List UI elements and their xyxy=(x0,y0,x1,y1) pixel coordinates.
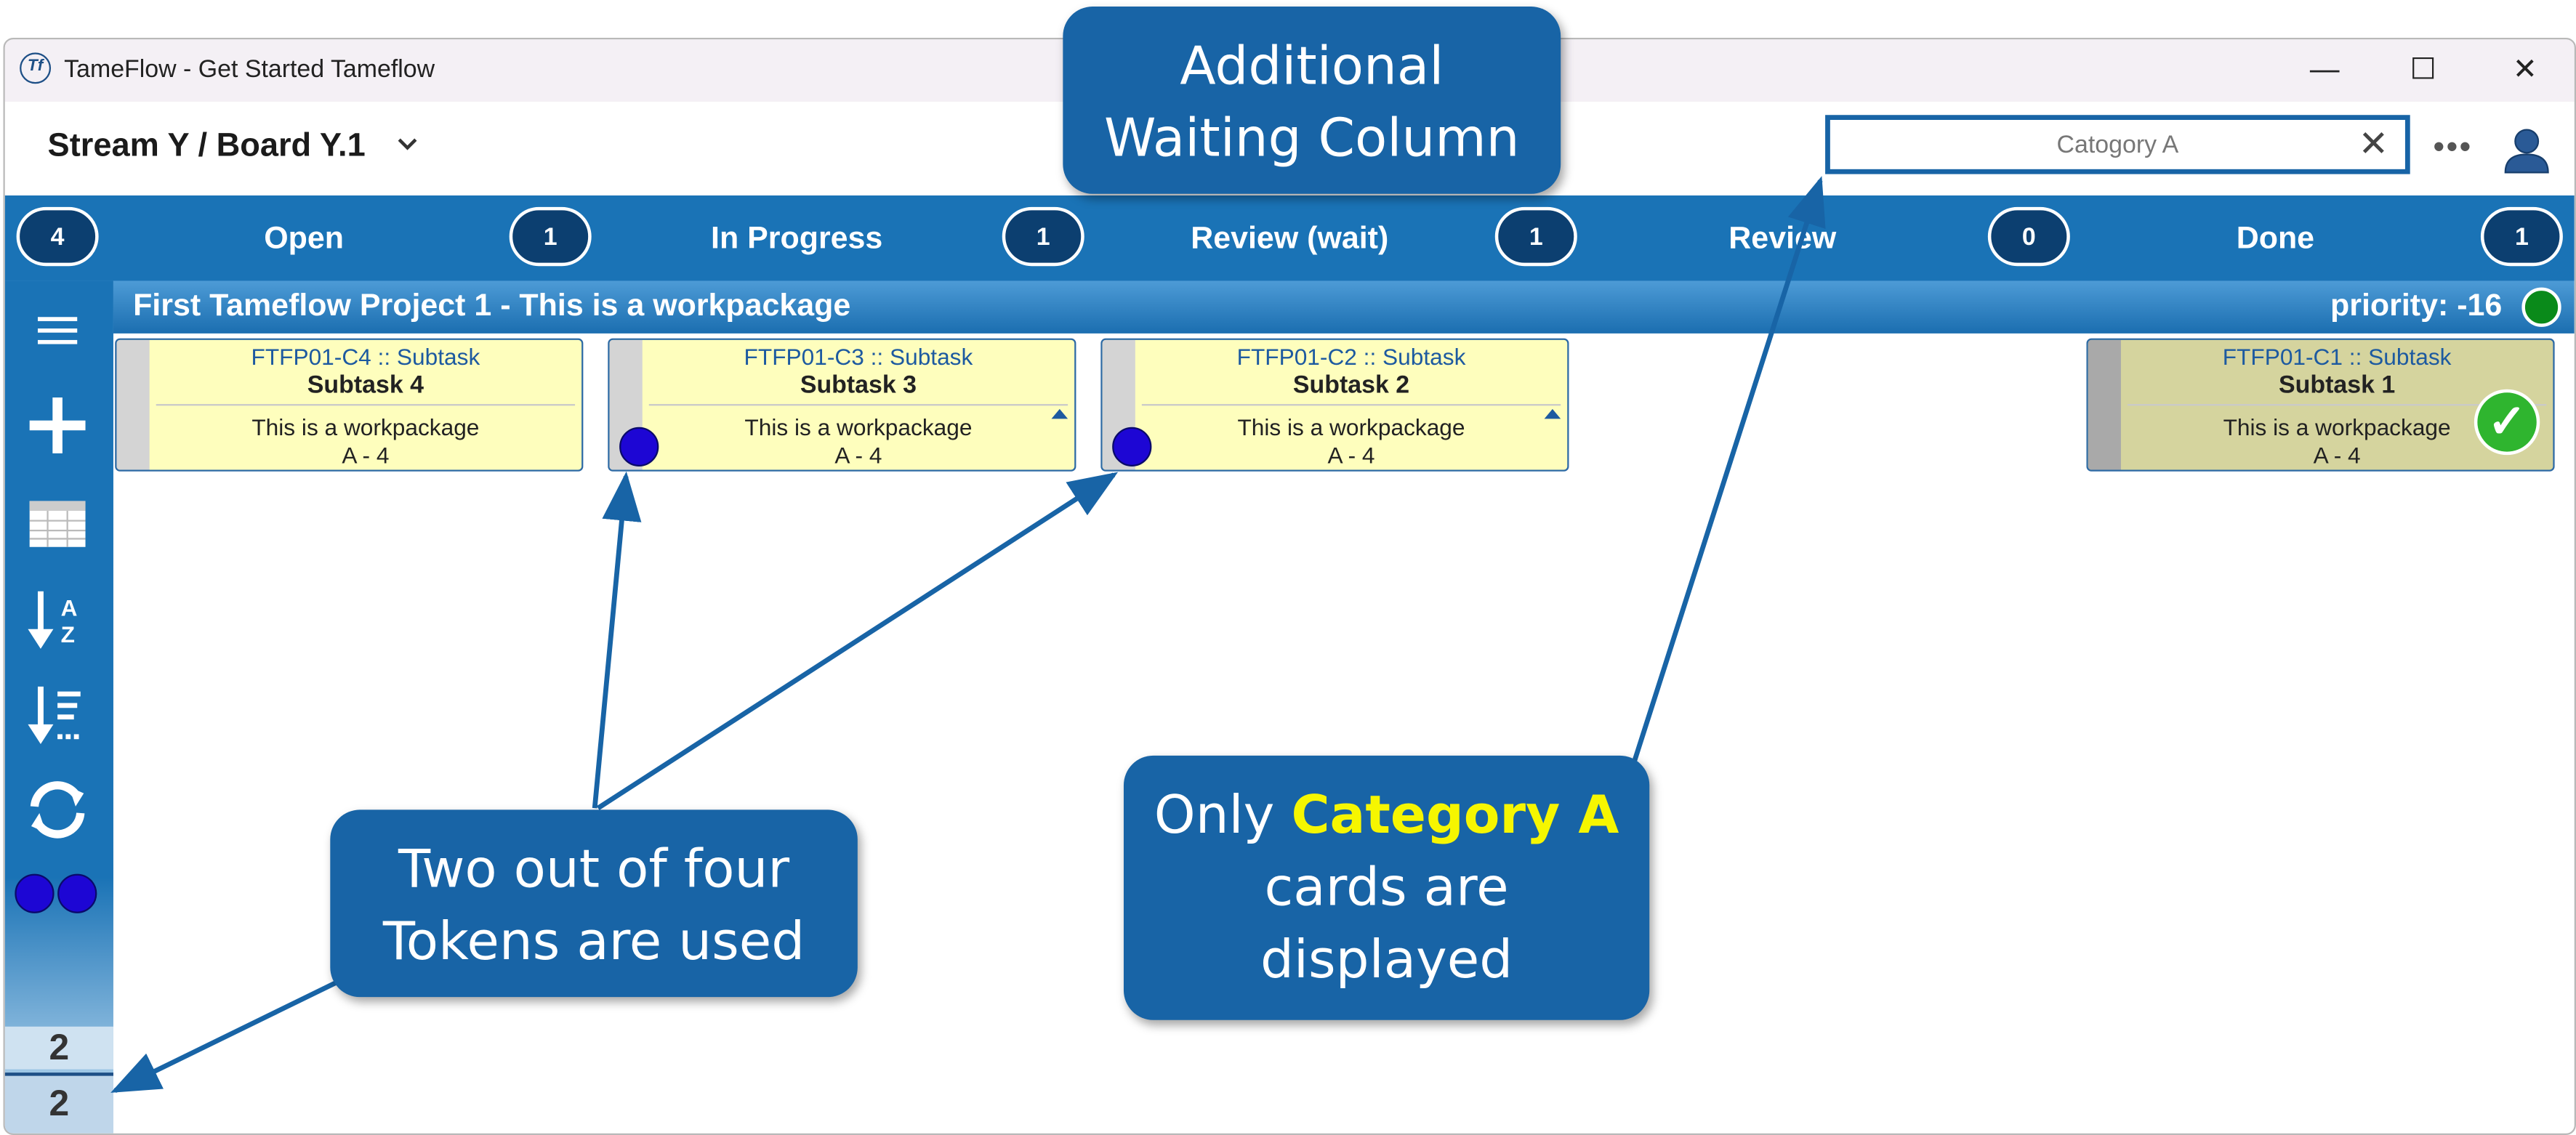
menu-icon[interactable] xyxy=(21,294,93,366)
clear-filter-icon[interactable]: ✕ xyxy=(2358,123,2389,165)
category-filter: ✕ xyxy=(1825,115,2410,174)
callout-highlight: Category A xyxy=(1291,783,1619,847)
token-icon[interactable] xyxy=(1112,427,1152,466)
card-description: This is a workpackage xyxy=(251,413,480,440)
column-review-wait[interactable]: Review (wait) xyxy=(1191,222,1389,257)
card-id: FTFP01-C2 :: Subtask xyxy=(1236,343,1466,370)
token-icon[interactable] xyxy=(57,873,97,913)
checkmark-icon: ✓ xyxy=(2474,389,2540,456)
card-title: Subtask 1 xyxy=(2279,371,2396,400)
card-flag-icon xyxy=(1051,408,1068,419)
window-title: TameFlow - Get Started Tameflow xyxy=(64,55,435,84)
callout-text: Waiting Column xyxy=(1104,106,1520,169)
callout-text: cards are xyxy=(1264,855,1509,918)
card-title: Subtask 3 xyxy=(800,371,917,400)
close-window-button[interactable]: ✕ xyxy=(2512,52,2537,86)
callout-waiting-column: Additional Waiting Column xyxy=(1063,7,1561,194)
card-category: A - 4 xyxy=(834,442,882,469)
refresh-icon[interactable] xyxy=(21,774,93,846)
column-count-badge: 1 xyxy=(2480,206,2563,267)
tameflow-logo-icon: Tf xyxy=(20,52,52,84)
user-avatar-icon[interactable] xyxy=(2502,125,2551,174)
token-icon[interactable] xyxy=(15,873,55,913)
left-toolbar: A Z 2 2 xyxy=(4,280,113,1134)
swimlane-header[interactable]: First Tameflow Project 1 - This is a wor… xyxy=(113,280,2575,334)
svg-text:Z: Z xyxy=(61,621,75,647)
card-divider xyxy=(648,404,1068,406)
column-count-badge: 1 xyxy=(1494,206,1577,267)
column-review[interactable]: Review xyxy=(1728,222,1837,257)
board-selector[interactable]: Stream Y / Board Y.1 xyxy=(47,128,366,165)
app-window: Tf TameFlow - Get Started Tameflow — ☐ ✕… xyxy=(3,37,2576,1135)
swimlane-priority: priority: -16 xyxy=(2330,288,2503,324)
card-id: FTFP01-C3 :: Subtask xyxy=(744,343,973,370)
status-indicator-icon xyxy=(2521,287,2561,327)
callout-text: Two out of four xyxy=(398,837,790,900)
chevron-down-icon[interactable] xyxy=(396,132,419,158)
card-description: This is a workpackage xyxy=(2223,413,2451,440)
task-card[interactable]: FTFP01-C4 :: Subtask Subtask 4 This is a… xyxy=(115,338,584,472)
svg-text:A: A xyxy=(61,595,78,621)
card-id: FTFP01-C1 :: Subtask xyxy=(2222,343,2452,370)
more-options-icon[interactable]: ••• xyxy=(2433,129,2473,166)
sort-priority-icon[interactable] xyxy=(21,679,93,751)
card-category: A - 4 xyxy=(342,442,390,469)
card-description: This is a workpackage xyxy=(744,413,973,440)
backlog-count-badge[interactable]: 4 xyxy=(16,206,99,267)
card-title: Subtask 4 xyxy=(307,371,424,400)
wip-limit-value: 2 xyxy=(4,1026,113,1070)
card-flag-icon xyxy=(1544,408,1561,419)
card-category: A - 4 xyxy=(1327,442,1375,469)
category-filter-input[interactable] xyxy=(1830,120,2405,169)
used-tokens xyxy=(15,873,100,922)
column-count-badge: 1 xyxy=(1002,206,1084,267)
sort-alpha-icon[interactable]: A Z xyxy=(21,583,93,655)
task-card[interactable]: FTFP01-C2 :: Subtask Subtask 2 This is a… xyxy=(1100,338,1569,472)
minimize-button[interactable]: — xyxy=(2309,52,2340,86)
column-done[interactable]: Done xyxy=(2236,222,2315,257)
card-title: Subtask 2 xyxy=(1292,371,1410,400)
token-icon[interactable] xyxy=(619,427,659,466)
card-handle[interactable] xyxy=(116,339,150,470)
column-open[interactable]: Open xyxy=(264,222,345,257)
callout-text: Additional xyxy=(1180,34,1444,97)
card-handle[interactable] xyxy=(2088,339,2121,470)
column-count-badge: 1 xyxy=(509,206,592,267)
task-card[interactable]: FTFP01-C3 :: Subtask Subtask 3 This is a… xyxy=(608,338,1076,472)
card-description: This is a workpackage xyxy=(1237,413,1465,440)
tokens-available-value: 2 xyxy=(4,1073,113,1134)
callout-text: displayed xyxy=(1260,928,1513,991)
callout-text: Only xyxy=(1154,783,1292,847)
add-icon[interactable] xyxy=(21,389,93,461)
callout-tokens: Two out of four Tokens are used xyxy=(330,809,858,998)
card-divider xyxy=(156,404,576,406)
callout-text: Tokens are used xyxy=(382,910,805,973)
card-divider xyxy=(2127,404,2547,406)
board-layout-icon[interactable] xyxy=(21,488,93,560)
swimlane-title: First Tameflow Project 1 - This is a wor… xyxy=(133,288,851,324)
column-count-badge: 0 xyxy=(1987,206,2070,267)
card-divider xyxy=(1141,404,1561,406)
callout-category-filter: Only Category A cards are displayed xyxy=(1123,755,1650,1020)
maximize-button[interactable]: ☐ xyxy=(2410,52,2437,86)
task-card[interactable]: FTFP01-C1 :: Subtask Subtask 1 This is a… xyxy=(2086,338,2555,472)
column-in-progress[interactable]: In Progress xyxy=(711,222,883,257)
column-header-bar: 4 Open 1 In Progress 1 Review (wait) 1 R… xyxy=(4,195,2575,281)
card-id: FTFP01-C4 :: Subtask xyxy=(251,343,480,370)
card-category: A - 4 xyxy=(2313,442,2361,469)
